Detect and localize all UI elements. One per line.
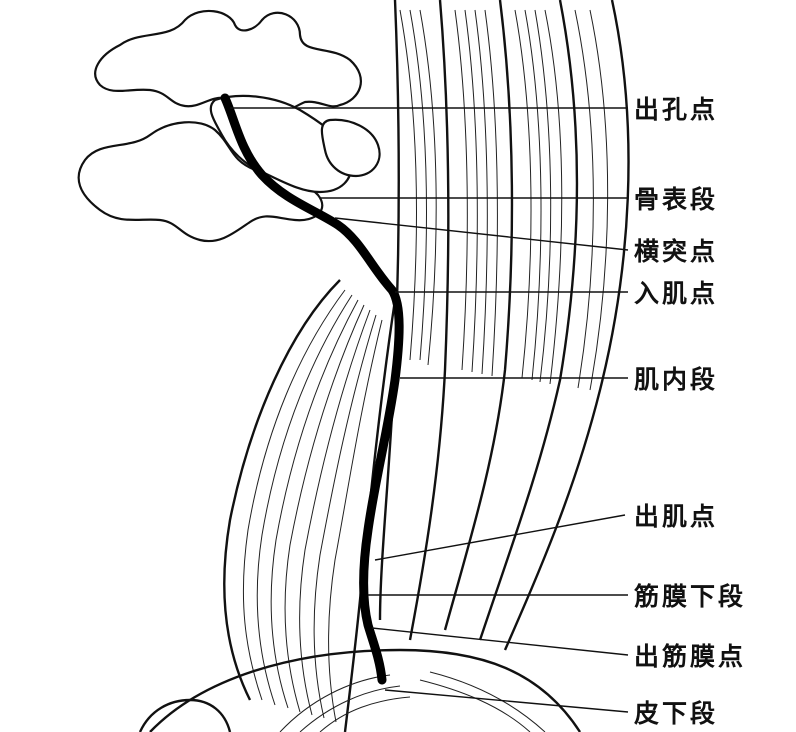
- vertebra-spinous-process: [320, 118, 381, 178]
- muscle-layer-outline-2: [408, 0, 450, 641]
- leader-muscle-exit: [374, 514, 626, 561]
- label-intramuscular-segment: 肌内段: [634, 365, 718, 394]
- label-muscle-exit-point: 出肌点: [634, 502, 718, 531]
- skin-surface-curve: [149, 648, 582, 732]
- nerve-trunk: [220, 93, 404, 685]
- vertebra-upper-shape: [94, 9, 362, 120]
- labels: 出孔点 骨表段 横突点 入肌点 肌内段 出肌点 筋膜下段 出筋膜点 皮下段: [634, 95, 746, 728]
- vertebra-illustration: [77, 9, 381, 243]
- label-subcutaneous-segment: 皮下段: [634, 699, 718, 728]
- label-muscle-entry-point: 入肌点: [634, 279, 718, 308]
- vertebra-transverse-process: [77, 121, 324, 243]
- lower-left-contour: [138, 698, 232, 732]
- leader-fascia-exit: [371, 627, 629, 656]
- leader-lines: [230, 107, 629, 713]
- label-foramen-exit-point: 出孔点: [634, 95, 718, 124]
- label-transverse-process-point: 横突点: [634, 237, 718, 266]
- leader-transverse-process: [334, 217, 629, 251]
- muscle-layer-outline-3: [443, 0, 514, 631]
- oblique-muscle-outline-left: [223, 279, 341, 701]
- muscle-layer-outline-4: [478, 0, 579, 641]
- leader-subcutaneous: [384, 689, 629, 713]
- label-bone-surface-segment: 骨表段: [634, 185, 718, 214]
- label-subfascial-segment: 筋膜下段: [634, 582, 746, 611]
- label-fascia-exit-point: 出筋膜点: [634, 642, 746, 671]
- muscle-fibers-lower: [279, 671, 546, 732]
- muscle-layer-outline-5: [503, 0, 630, 651]
